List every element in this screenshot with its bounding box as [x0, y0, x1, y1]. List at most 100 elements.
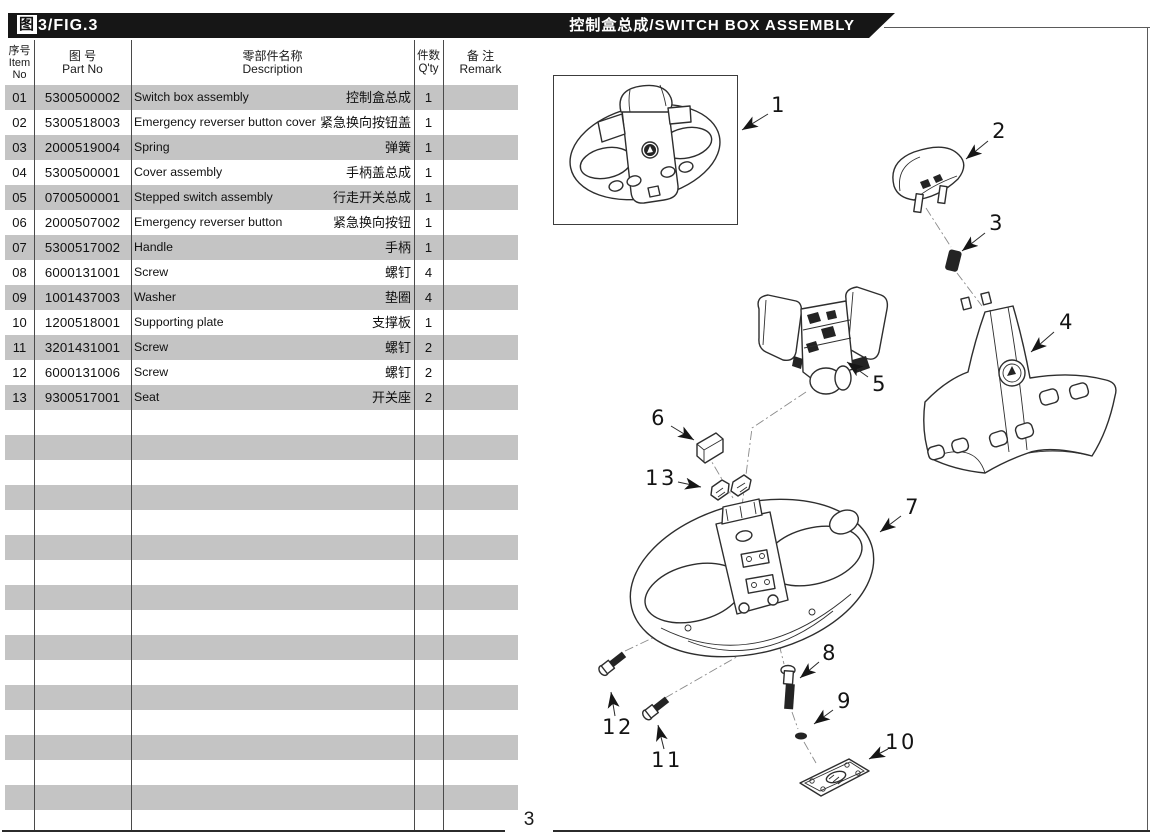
cell-qty: 1	[424, 315, 433, 330]
callout-arrow-7	[879, 515, 902, 533]
description-cn: 开关座	[371, 390, 411, 405]
cell-qty	[414, 485, 443, 510]
cell-qty: 1	[424, 215, 433, 230]
cell-description	[131, 735, 414, 760]
cell-description: Seat 开关座	[131, 385, 414, 410]
empty-row	[5, 460, 518, 485]
frame-top-line	[884, 27, 1150, 28]
cell-item-no	[5, 610, 34, 635]
cell-remark	[443, 160, 518, 185]
cell-part-no	[34, 435, 131, 460]
callout-arrow-5	[846, 361, 869, 378]
assembled-view-inset-box	[553, 75, 738, 225]
part-10-supporting-plate	[799, 758, 870, 797]
cell-item-no	[5, 410, 34, 435]
cell-item-no	[5, 435, 34, 460]
callout-label-3: 3	[989, 211, 1005, 235]
cell-qty	[414, 635, 443, 660]
cell-qty	[414, 585, 443, 610]
cell-item-no: 02	[12, 115, 27, 130]
cell-item-no: 05	[12, 190, 27, 205]
cell-item-no	[5, 660, 34, 685]
empty-row	[5, 410, 518, 435]
description-cn: 紧急换向按钮	[332, 215, 411, 230]
description-cn: 弹簧	[384, 140, 411, 155]
cell-qty	[414, 685, 443, 710]
cell-description	[131, 785, 414, 810]
description-en: Screw	[134, 365, 169, 379]
figure-char-badge: 图	[19, 16, 36, 33]
cell-description	[131, 760, 414, 785]
cell-item-no	[5, 635, 34, 660]
cell-item-no	[5, 535, 34, 560]
cell-part-no: 1001437003	[44, 290, 121, 305]
description-en: Seat	[134, 390, 160, 404]
cell-part-no: 5300517002	[44, 240, 121, 255]
cell-description	[131, 435, 414, 460]
cell-item-no: 07	[12, 240, 27, 255]
description-cn: 紧急换向按钮盖	[319, 115, 411, 130]
cell-item-no	[5, 760, 34, 785]
cell-item-no	[5, 685, 34, 710]
header-remark: 备 注 Remark	[443, 40, 518, 85]
cell-part-no: 6000131001	[44, 265, 121, 280]
empty-row	[5, 610, 518, 635]
part-8-screw	[780, 664, 796, 710]
empty-row	[5, 760, 518, 785]
cell-part-no: 2000507002	[44, 215, 121, 230]
description-cn: 支撑板	[371, 315, 411, 330]
callout-label-13: 13	[645, 466, 677, 490]
description-en: Cover assembly	[134, 165, 223, 179]
cell-remark	[443, 435, 518, 460]
cell-remark	[443, 560, 518, 585]
cell-part-no: 5300500001	[44, 165, 121, 180]
empty-row	[5, 785, 518, 810]
description-cn: 控制盒总成	[345, 90, 411, 105]
callout-label-7: 7	[905, 495, 921, 519]
cell-item-no: 04	[12, 165, 27, 180]
callout-label-10: 10	[885, 730, 917, 754]
part-6-emergency-reverser-button	[696, 432, 724, 464]
callout-label-11: 11	[651, 748, 683, 772]
part-13-seats	[710, 474, 752, 501]
cell-item-no: 06	[12, 215, 27, 230]
callout-arrow-1	[741, 113, 769, 131]
callout-arrow-13	[677, 477, 702, 490]
cell-item-no: 10	[12, 315, 27, 330]
cell-item-no: 13	[12, 390, 27, 405]
cell-part-no	[34, 710, 131, 735]
cell-item-no	[5, 485, 34, 510]
cell-part-no	[34, 685, 131, 710]
cell-qty	[414, 760, 443, 785]
part-5-stepped-switch-assembly	[757, 286, 889, 395]
cell-part-no: 1200518001	[44, 315, 121, 330]
cell-qty: 1	[424, 240, 433, 255]
page-number: 3	[523, 809, 535, 830]
part-4-cover-assembly	[923, 291, 1117, 474]
cell-remark	[443, 710, 518, 735]
cell-qty: 4	[424, 290, 433, 305]
part-12-screw	[598, 651, 627, 677]
cell-qty	[414, 710, 443, 735]
header-qty-en: Q'ty	[418, 62, 439, 75]
frame-right-line	[1147, 27, 1148, 830]
callout-label-2: 2	[992, 119, 1008, 143]
part-9-washer	[795, 732, 807, 740]
callout-arrow-3	[961, 232, 986, 252]
figure-label-text: 3/FIG.3	[38, 17, 99, 34]
cell-part-no	[34, 610, 131, 635]
cell-qty	[414, 435, 443, 460]
cell-description	[131, 585, 414, 610]
description-cn: 垫圈	[384, 290, 411, 305]
callout-label-6: 6	[651, 406, 667, 430]
